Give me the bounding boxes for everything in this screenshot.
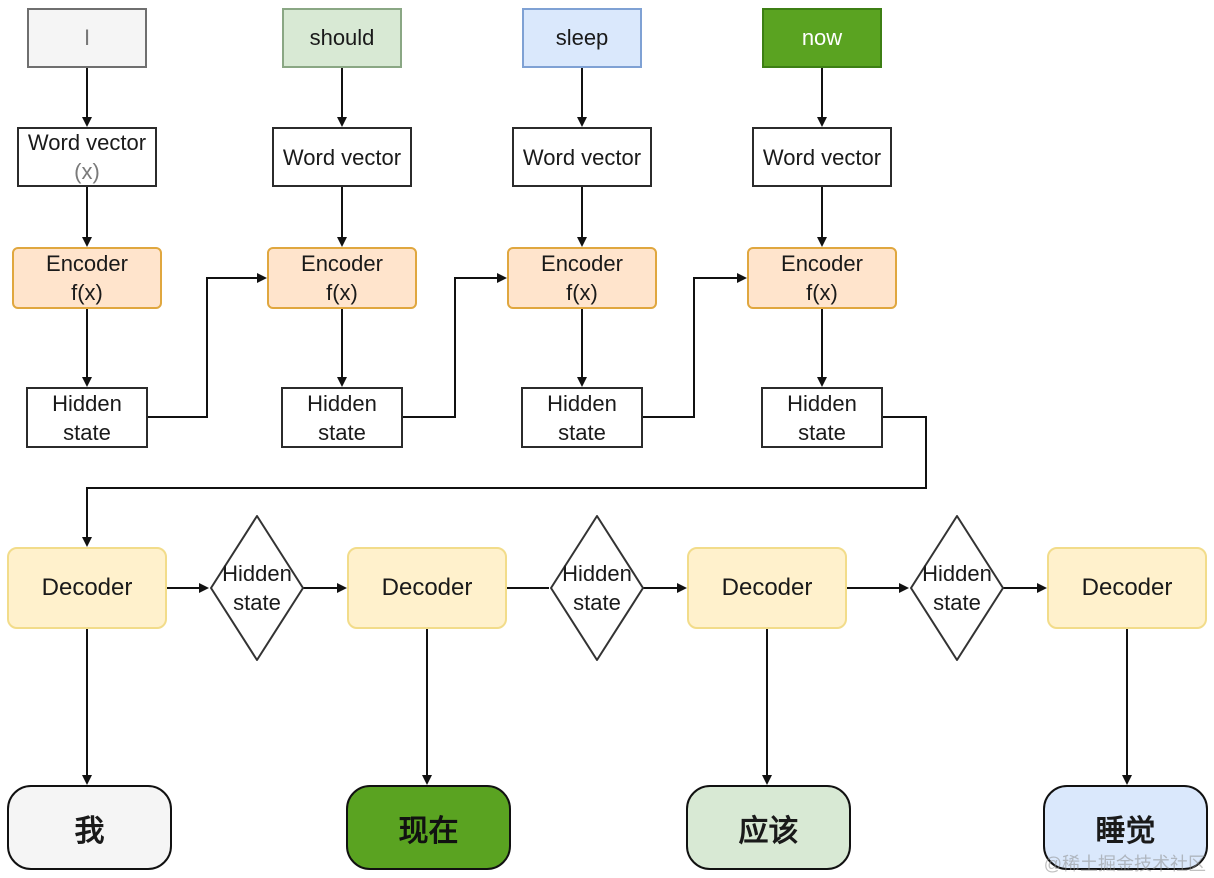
hidden-state-label: Hidden <box>787 390 857 416</box>
encoder-hidden-state-box: Hidden state <box>761 387 883 448</box>
word-vector-label: Word vector <box>27 130 147 155</box>
decoder-label: Decoder <box>381 574 473 601</box>
hidden-state-label: state <box>933 590 981 615</box>
input-token-i: I <box>27 8 147 68</box>
output-token-shuijiao: 睡觉 <box>1043 785 1208 870</box>
input-token-now: now <box>762 8 882 68</box>
output-token-yinggai: 应该 <box>686 785 851 870</box>
decoder-hidden-state-label: Hidden state <box>551 557 643 619</box>
output-token-xianzai: 现在 <box>346 785 511 870</box>
encoder-label: Encoder <box>541 251 623 276</box>
decoder-label: Decoder <box>721 574 813 601</box>
arrow-hidden-to-next-encoder <box>643 273 747 418</box>
encoder-function-label: f(x) <box>326 280 358 305</box>
watermark: @稀土掘金技术社区 <box>1043 854 1206 874</box>
word-vector-box: Word vector (x) <box>17 127 157 187</box>
hidden-state-label: Hidden <box>922 561 992 586</box>
output-token-wo: 我 <box>7 785 172 870</box>
hidden-state-label: Hidden <box>52 390 122 416</box>
word-vector-label: Word vector <box>282 144 402 170</box>
decoder-hidden-state-label: Hidden state <box>911 557 1003 619</box>
encoder-hidden-state-box: Hidden state <box>521 387 643 448</box>
hidden-state-label: state <box>318 419 366 445</box>
output-token-label: 应该 <box>738 814 799 848</box>
output-token-label: 现在 <box>398 814 459 848</box>
encoder-function-label: f(x) <box>806 280 838 305</box>
input-token-sleep: sleep <box>522 8 642 68</box>
encoder-label: Encoder <box>46 251 128 276</box>
decoder-box: Decoder <box>1047 547 1207 629</box>
hidden-state-label: state <box>798 419 846 445</box>
input-token-label: sleep <box>555 25 609 50</box>
encoder-box: Encoder f(x) <box>747 247 897 309</box>
hidden-state-label: state <box>573 590 621 615</box>
hidden-state-label: state <box>558 419 606 445</box>
input-token-label: now <box>801 25 843 50</box>
word-vector-sublabel: (x) <box>74 159 100 184</box>
input-token-label: I <box>83 25 91 50</box>
word-vector-box: Word vector <box>752 127 892 187</box>
encoder-box: Encoder f(x) <box>267 247 417 309</box>
hidden-state-label: Hidden <box>562 561 632 586</box>
output-token-label: 睡觉 <box>1095 814 1156 848</box>
encoder-box: Encoder f(x) <box>12 247 162 309</box>
encoder-hidden-state-box: Hidden state <box>281 387 403 448</box>
arrow-hidden-to-next-encoder <box>148 273 267 418</box>
encoder-hidden-state-box: Hidden state <box>26 387 148 448</box>
decoder-box: Decoder <box>347 547 507 629</box>
hidden-state-label: state <box>63 419 111 445</box>
decoder-box: Decoder <box>687 547 847 629</box>
encoder-box: Encoder f(x) <box>507 247 657 309</box>
hidden-state-label: Hidden <box>547 390 617 416</box>
hidden-state-label: Hidden <box>307 390 377 416</box>
encoder-label: Encoder <box>781 251 863 276</box>
word-vector-box: Word vector <box>512 127 652 187</box>
input-token-should: should <box>282 8 402 68</box>
output-token-label: 我 <box>74 814 105 848</box>
encoder-function-label: f(x) <box>71 280 103 305</box>
encoder-function-label: f(x) <box>566 280 598 305</box>
hidden-state-label: Hidden <box>222 561 292 586</box>
hidden-state-label: state <box>233 590 281 615</box>
arrow-hidden-to-next-encoder <box>403 273 507 418</box>
decoder-label: Decoder <box>41 574 133 601</box>
word-vector-label: Word vector <box>762 144 882 170</box>
decoder-label: Decoder <box>1081 574 1173 601</box>
word-vector-label: Word vector <box>522 144 642 170</box>
decoder-box: Decoder <box>7 547 167 629</box>
input-token-label: should <box>309 25 375 50</box>
encoder-label: Encoder <box>301 251 383 276</box>
word-vector-box: Word vector <box>272 127 412 187</box>
decoder-hidden-state-label: Hidden state <box>211 557 303 619</box>
